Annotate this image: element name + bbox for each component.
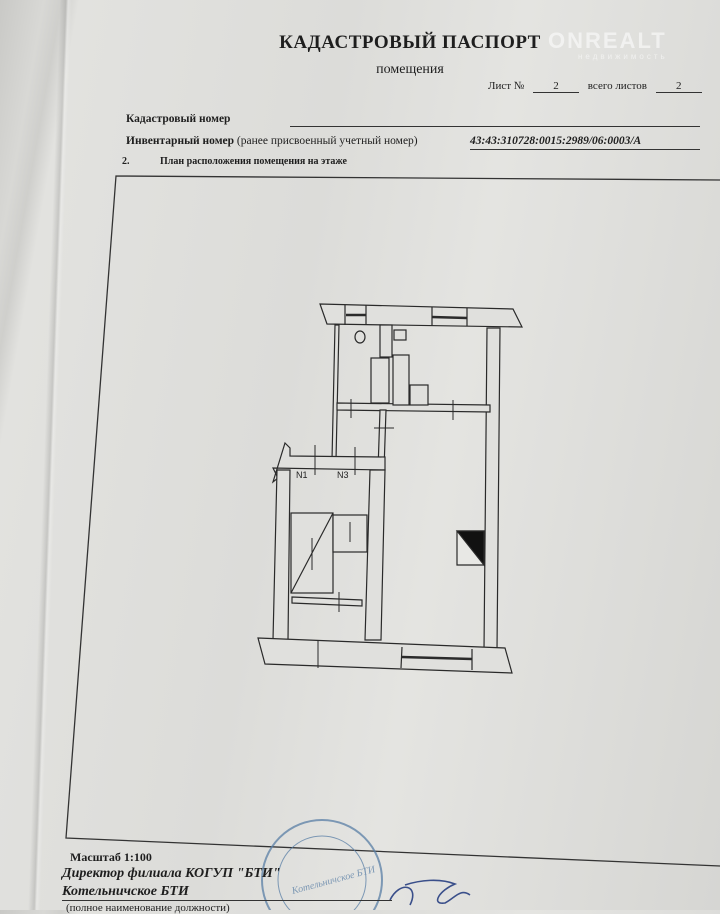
chimney (455, 530, 485, 567)
position-note: (полное наименование должности) (66, 902, 230, 914)
inventory-note: (ранее присвоенный учетный номер) (236, 135, 418, 147)
total-sheets: 2 (655, 80, 702, 93)
sink (393, 329, 407, 341)
section-title: План расположения помещения на этаже (160, 156, 347, 167)
watermark-tagline: недвижимость (578, 52, 668, 61)
cadastral-value (290, 114, 700, 127)
stair-left-wall (272, 469, 291, 641)
sheet-number: 2 (533, 80, 580, 93)
section-number: 2. (122, 156, 130, 167)
inventory-value: 43:43:310728:0015:2989/06:0003/A (470, 135, 700, 150)
toilet (354, 330, 366, 344)
window (401, 655, 473, 661)
room-label-n3: N3 (337, 470, 349, 480)
bottom-wall (257, 637, 513, 674)
room-label-n1: N1 (296, 470, 308, 480)
window (431, 315, 468, 320)
top-wall (319, 303, 523, 328)
document-title: КАДАСТРОВЫЙ ПАСПОРТ (279, 32, 541, 53)
floor-plan (257, 303, 523, 674)
bathtub (370, 357, 390, 404)
inventory-row: Инвентарный номер (ранее присвоенный уче… (126, 135, 418, 147)
right-wall (483, 327, 501, 651)
inventory-label: Инвентарный номер (126, 135, 235, 147)
document-subtitle: помещения (376, 62, 444, 77)
sheet-label: Лист № (488, 80, 525, 92)
watermark-logo: ONREALT (548, 28, 667, 53)
stove (409, 384, 429, 406)
sheet-info: Лист № 2 всего листов 2 (488, 80, 708, 93)
scale-label: Масштаб 1:100 (70, 850, 152, 864)
director-position: Директор филиала КОГУП "БТИ" (62, 866, 281, 881)
cadastral-label: Кадастровый номер (126, 113, 231, 125)
signature (389, 879, 471, 906)
stove-shafts (392, 354, 410, 406)
door-marks (311, 399, 454, 668)
organization-name: Котельничское БТИ (62, 884, 392, 901)
plan-frame (65, 175, 720, 867)
total-label: всего листов (587, 80, 647, 92)
